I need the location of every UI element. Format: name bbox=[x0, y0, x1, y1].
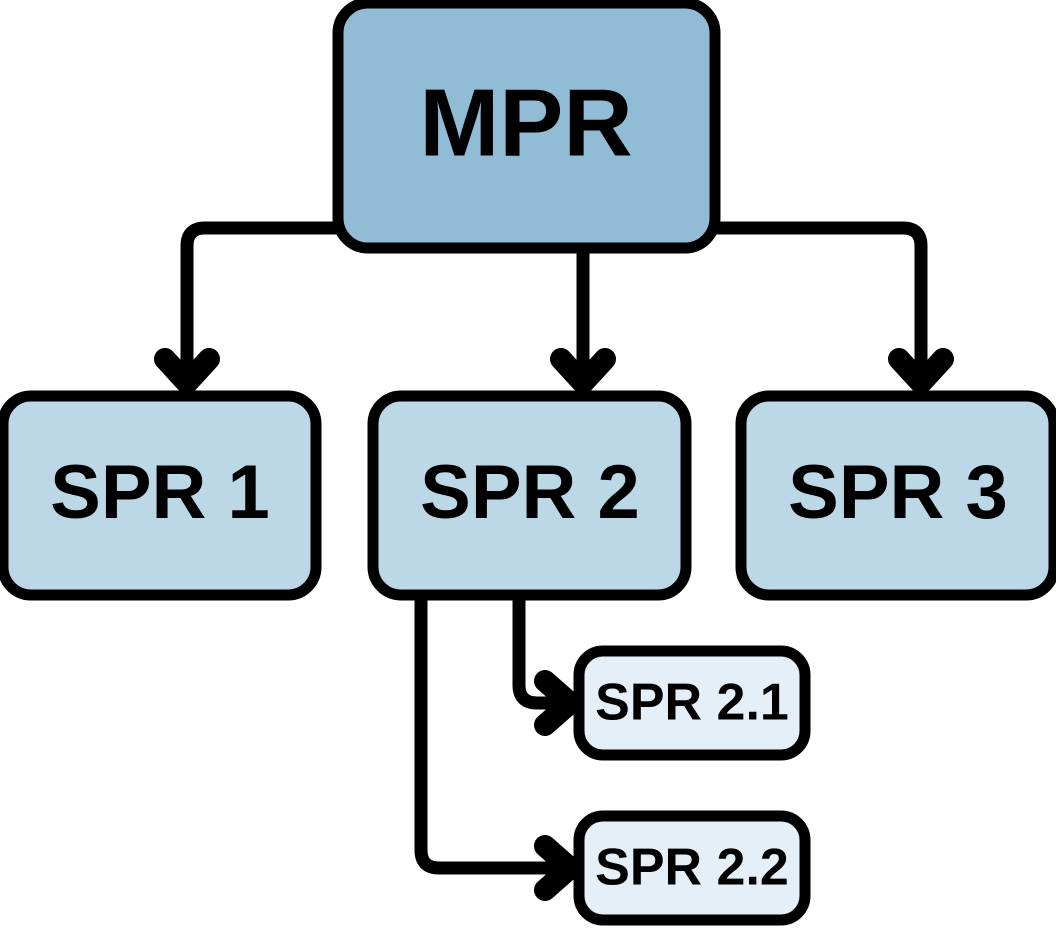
arrowhead-spr3 bbox=[888, 348, 954, 394]
arrowhead-spr1 bbox=[154, 348, 220, 394]
node-mpr[interactable]: MPR bbox=[332, 0, 721, 254]
edge-mpr-to-spr1 bbox=[180, 221, 338, 378]
node-spr3-label: SPR 3 bbox=[788, 450, 1008, 535]
arrowhead-spr21 bbox=[534, 670, 581, 736]
node-spr22-box[interactable] bbox=[573, 810, 811, 926]
node-spr21-label: SPR 2.1 bbox=[595, 674, 789, 732]
edge-spr2-to-spr22 bbox=[414, 595, 562, 875]
edge-mpr-to-spr3 bbox=[715, 221, 928, 378]
node-spr22[interactable]: SPR 2.2 bbox=[573, 810, 811, 926]
node-spr2-label: SPR 2 bbox=[420, 450, 640, 535]
node-spr1-box[interactable] bbox=[0, 390, 322, 601]
node-spr21-box[interactable] bbox=[573, 645, 811, 761]
node-mpr-label: MPR bbox=[419, 69, 632, 176]
node-spr2-box[interactable] bbox=[367, 390, 692, 601]
node-spr1[interactable]: SPR 1 bbox=[0, 390, 322, 601]
node-spr1-label: SPR 1 bbox=[50, 450, 270, 535]
edge-spr2-to-spr21 bbox=[512, 595, 562, 710]
node-spr3[interactable]: SPR 3 bbox=[735, 390, 1056, 601]
node-spr2[interactable]: SPR 2 bbox=[367, 390, 692, 601]
node-spr21[interactable]: SPR 2.1 bbox=[573, 645, 811, 761]
arrowhead-spr2 bbox=[550, 348, 616, 394]
node-spr3-box[interactable] bbox=[735, 390, 1056, 601]
node-mpr-box[interactable] bbox=[332, 0, 721, 254]
connector-group bbox=[154, 221, 954, 901]
node-spr22-label: SPR 2.2 bbox=[595, 839, 789, 897]
arrowhead-spr22 bbox=[534, 835, 581, 901]
